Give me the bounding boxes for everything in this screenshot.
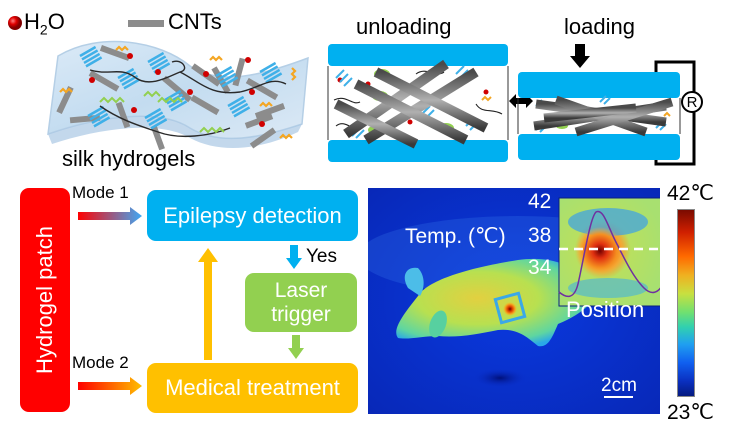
position-axis-label: Position — [566, 297, 645, 322]
hydrogel-patch-box: Hydrogel patch — [20, 188, 70, 412]
unloading-label: unloading — [356, 14, 452, 39]
temp-tick-42: 42 — [528, 190, 552, 213]
feedback-arrow-icon — [198, 248, 218, 360]
cnt-legend-icon — [128, 20, 164, 27]
temp-tick-38: 38 — [528, 224, 552, 247]
colorbar-max-label: 42℃ — [667, 182, 714, 205]
treatment-arrow-icon — [288, 335, 304, 359]
yes-label: Yes — [306, 246, 337, 267]
temperature-profile-inset — [558, 197, 660, 307]
hydrogel-patch-label: Hydrogel patch — [32, 226, 58, 374]
mode2-arrow-icon — [78, 377, 142, 395]
temperature-colorbar — [677, 209, 695, 397]
laser-trigger-box: Laser trigger — [245, 273, 357, 332]
thermal-mouse-image — [368, 188, 660, 414]
water-molecule-icon — [8, 16, 22, 30]
hydrogel-patch-spot — [493, 291, 527, 325]
temp-tick-34: 34 — [528, 256, 552, 279]
scale-bar-label: 2cm — [601, 375, 637, 396]
laser-trigger-label-line1: Laser — [274, 279, 328, 303]
bottom-electrode — [518, 134, 680, 160]
mode2-label: Mode 2 — [72, 353, 129, 372]
mode1-label: Mode 1 — [72, 183, 129, 202]
temperature-profile-line — [558, 210, 660, 298]
top-electrode — [518, 72, 680, 98]
silk-hydrogel-sheet — [47, 40, 309, 151]
cnt-legend-label: CNTs — [168, 9, 222, 34]
water-legend-label: H2O — [24, 9, 65, 38]
epilepsy-detection-label: Epilepsy detection — [163, 202, 342, 228]
colorbar-min-label: 23℃ — [667, 401, 714, 424]
laser-trigger-label-line2: trigger — [271, 302, 331, 326]
laser-hot-spot — [503, 302, 517, 316]
bottom-electrode — [328, 140, 508, 162]
resistor-icon: R — [681, 91, 703, 113]
temp-axis-label: Temp. (℃) — [405, 225, 506, 248]
loading-label: loading — [564, 14, 635, 39]
top-electrode — [328, 44, 508, 66]
yes-arrow-icon — [286, 245, 302, 269]
medical-treatment-box: Medical treatment — [147, 363, 358, 413]
medical-treatment-label: Medical treatment — [165, 375, 340, 400]
mode1-arrow-icon — [78, 207, 142, 225]
mouse-ear — [404, 267, 424, 296]
epilepsy-detection-box: Epilepsy detection — [147, 190, 358, 241]
unloading-sensor-diagram — [327, 44, 509, 162]
pressure-arrow-icon — [570, 44, 590, 68]
hydrogel-caption: silk hydrogels — [62, 146, 196, 171]
loading-sensor-diagram — [517, 60, 696, 166]
